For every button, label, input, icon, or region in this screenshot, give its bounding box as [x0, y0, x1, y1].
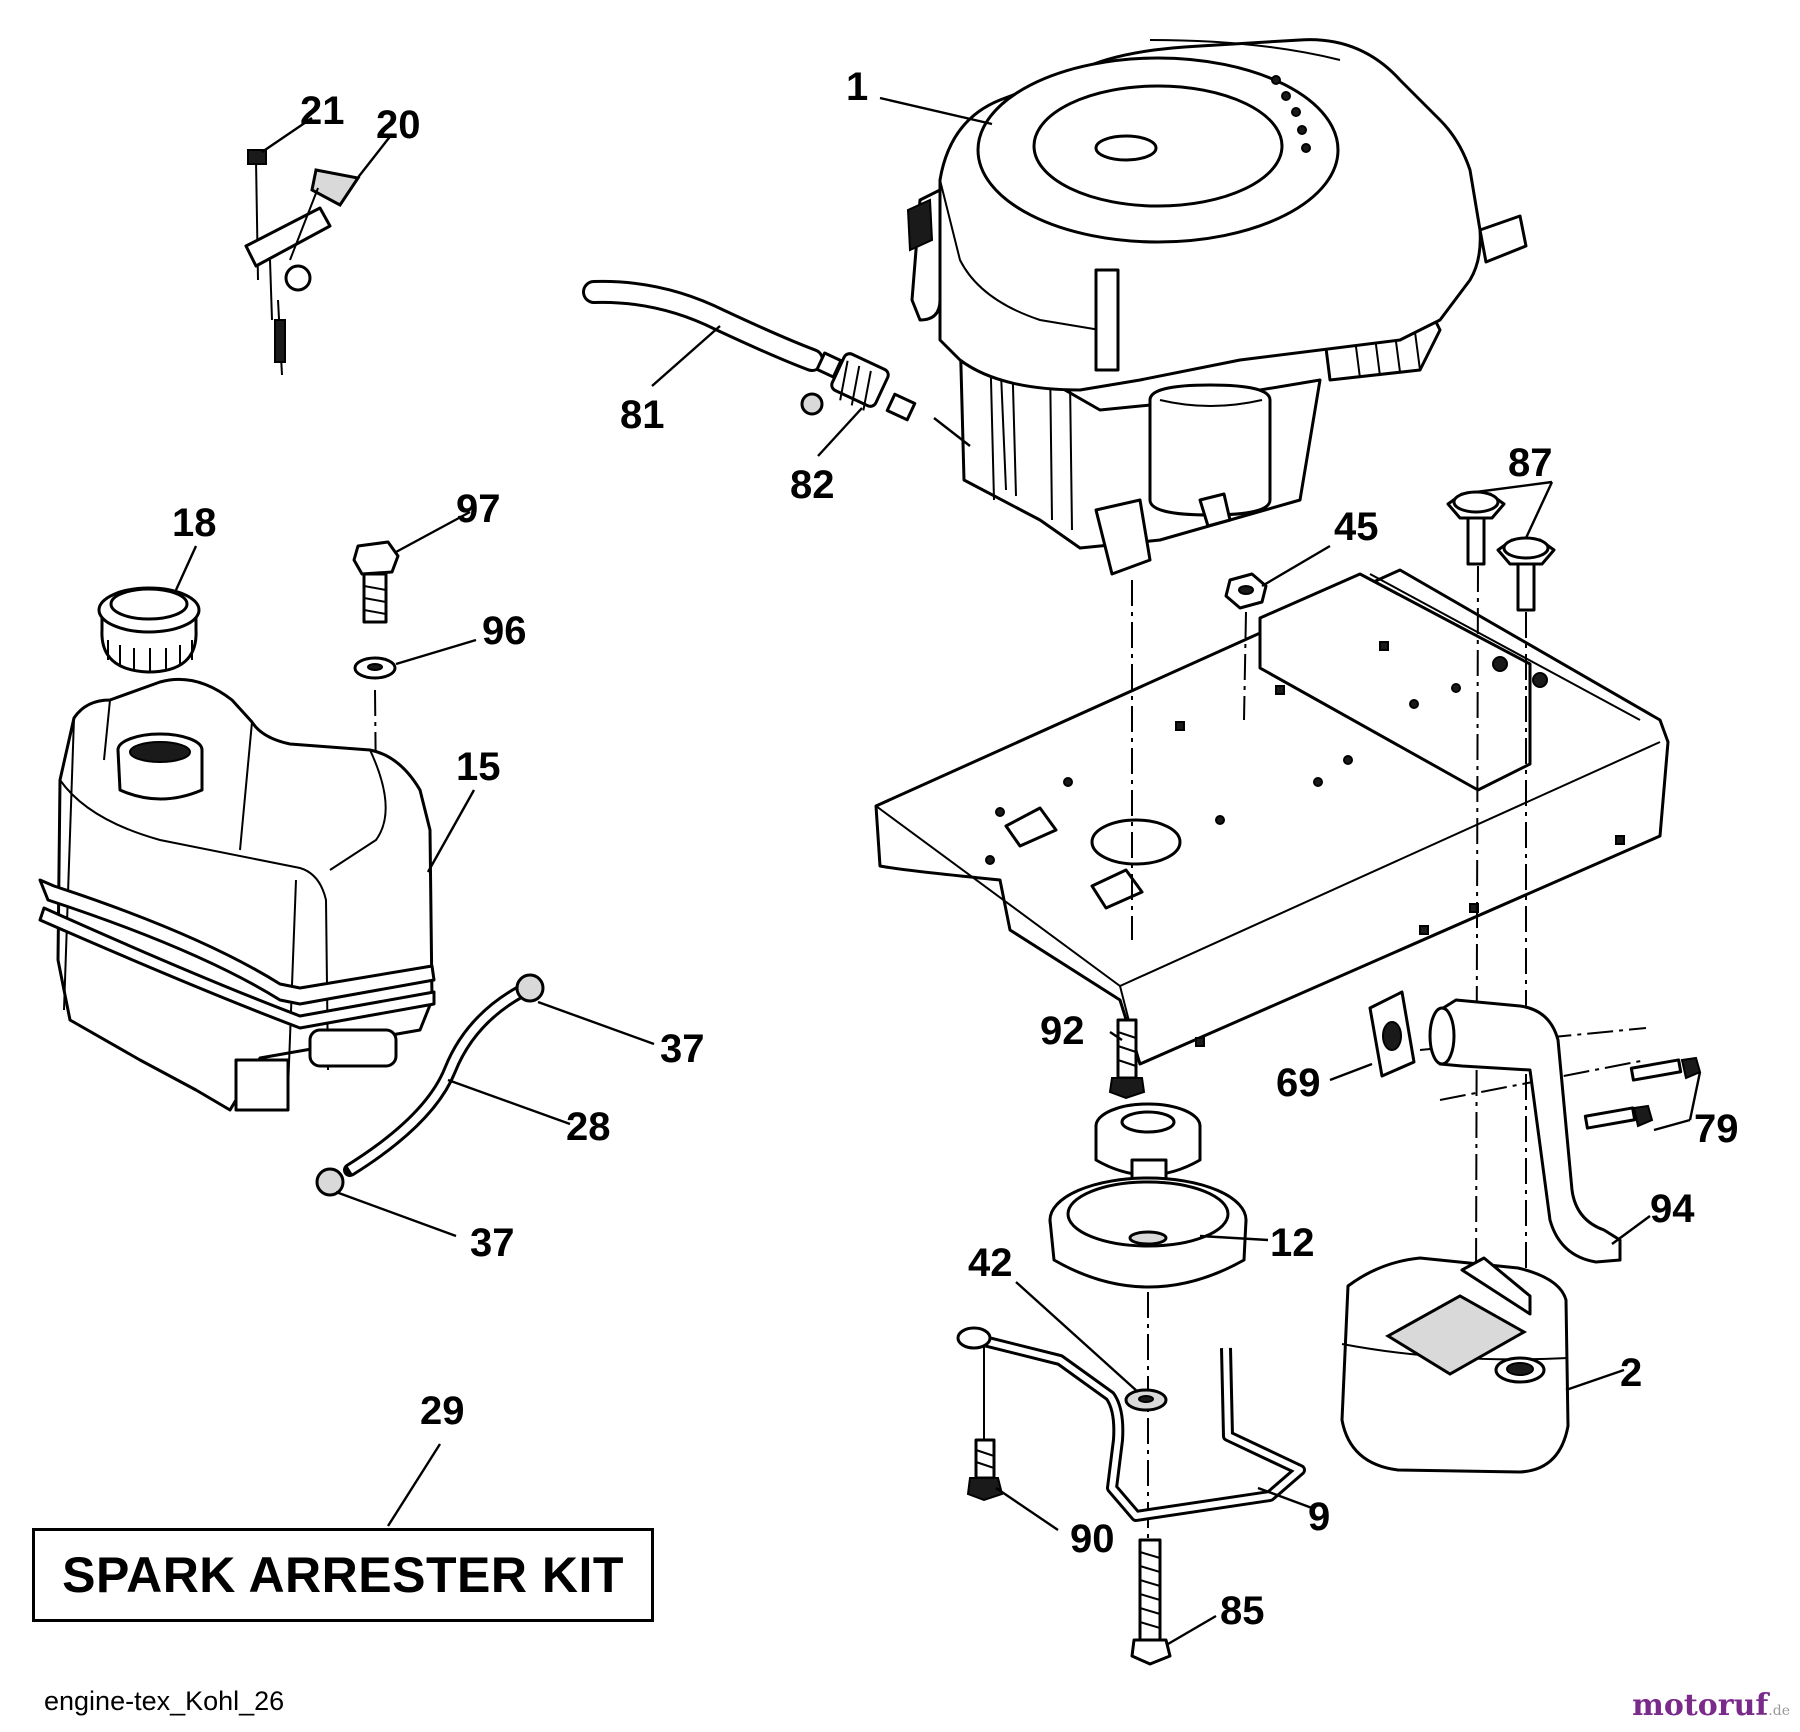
watermark-logo: motoruf.de — [1632, 1688, 1790, 1723]
fuel-tank-bolt-part — [352, 540, 400, 1001]
fuel-filter-part — [800, 351, 917, 422]
callout-15: 15 — [456, 745, 501, 789]
callout-12: 12 — [1270, 1221, 1315, 1265]
pulley-bolt-part — [1108, 1018, 1146, 1100]
leader-lines — [174, 96, 1702, 1646]
throttle-control-part — [244, 149, 361, 376]
engine-nut-part — [1224, 572, 1268, 610]
brake-rod-part — [956, 1326, 1306, 1522]
engine-part — [906, 38, 1528, 576]
callout-28: 28 — [566, 1105, 611, 1149]
frame-plate-part — [874, 568, 1670, 1066]
callout-90: 90 — [1070, 1517, 1115, 1561]
rod-bolt-part — [966, 1346, 1004, 1502]
callout-82: 82 — [790, 463, 835, 507]
fuel-line-part — [315, 973, 545, 1197]
spark-arrester-kit-label: SPARK ARRESTER KIT — [62, 1547, 624, 1603]
callout-2: 2 — [1620, 1351, 1642, 1395]
callout-81: 81 — [620, 393, 665, 437]
watermark-tld: .de — [1768, 1703, 1790, 1719]
callout-85: 85 — [1220, 1589, 1265, 1633]
callout-9: 9 — [1308, 1495, 1330, 1539]
fuel-hose-part — [582, 279, 824, 372]
callout-20: 20 — [376, 103, 421, 147]
callout-45: 45 — [1334, 505, 1379, 549]
pulley-part — [1048, 1102, 1248, 1289]
spark-arrester-kit-box: SPARK ARRESTER KIT — [32, 1528, 654, 1622]
fuel-tank-part — [38, 677, 436, 1112]
exhaust-bolt-part — [1583, 1056, 1702, 1130]
pulley-long-bolt-part — [1130, 1538, 1172, 1666]
callout-97: 97 — [456, 487, 501, 531]
pulley-washer-part — [1124, 1388, 1168, 1412]
callout-labels: 1 2 9 12 15 18 20 21 28 29 37 37 42 45 6… — [172, 65, 1739, 1633]
callout-37-upper: 37 — [660, 1027, 705, 1071]
callout-69: 69 — [1276, 1061, 1321, 1105]
callout-18: 18 — [172, 501, 217, 545]
callout-42: 42 — [968, 1241, 1013, 1285]
muffler-bolt-part — [1446, 490, 1556, 612]
diagram-reference-code: engine-tex_Kohl_26 — [44, 1686, 285, 1716]
callout-92: 92 — [1040, 1009, 1085, 1053]
exhaust-pipe-part — [1368, 990, 1622, 1264]
callout-87: 87 — [1508, 441, 1553, 485]
callout-1: 1 — [846, 65, 868, 109]
callout-37-lower: 37 — [470, 1221, 515, 1265]
callout-21: 21 — [300, 89, 345, 133]
callout-79: 79 — [1694, 1107, 1739, 1151]
callout-96: 96 — [482, 609, 527, 653]
callout-94: 94 — [1650, 1187, 1695, 1231]
callout-29: 29 — [420, 1389, 465, 1433]
fuel-cap-part — [97, 586, 201, 674]
muffler-part — [1340, 1256, 1570, 1474]
watermark-text: motoruf — [1632, 1688, 1769, 1723]
